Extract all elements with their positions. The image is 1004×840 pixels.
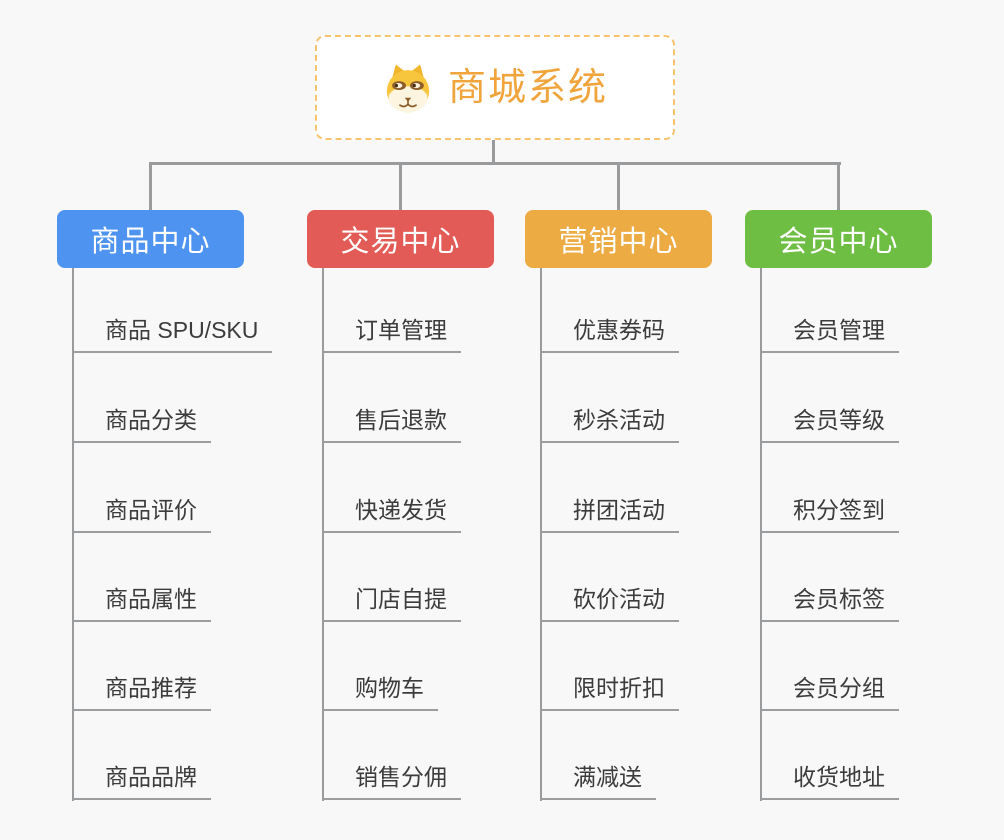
branch-node-product-center[interactable]: 商品中心 xyxy=(57,210,244,268)
connector-drop-trade xyxy=(399,165,402,211)
leaf-node[interactable]: 商品推荐 xyxy=(72,669,211,711)
branch-node-trade-center[interactable]: 交易中心 xyxy=(307,210,494,268)
leaf-node[interactable]: 商品评价 xyxy=(72,491,211,533)
connector-drop-member xyxy=(837,165,840,211)
connector-trunk-member xyxy=(760,268,762,801)
leaf-node[interactable]: 商品属性 xyxy=(72,580,211,622)
leaf-node[interactable]: 售后退款 xyxy=(322,401,461,443)
connector-drop-product xyxy=(149,165,152,211)
leaf-node[interactable]: 满减送 xyxy=(540,758,656,800)
leaf-node[interactable]: 会员等级 xyxy=(760,401,899,443)
connector-trunk-trade xyxy=(322,268,324,801)
leaf-node[interactable]: 会员管理 xyxy=(760,311,899,353)
branch-label: 会员中心 xyxy=(778,226,899,258)
branch-label: 商品中心 xyxy=(90,226,211,258)
branch-label: 营销中心 xyxy=(558,226,679,258)
connector-drop-marketing xyxy=(617,165,620,211)
leaf-node[interactable]: 优惠券码 xyxy=(540,311,679,353)
leaf-node[interactable]: 快递发货 xyxy=(322,491,461,533)
leaf-node[interactable]: 商品分类 xyxy=(72,401,211,443)
connector-trunk-product xyxy=(72,268,74,801)
branch-label: 交易中心 xyxy=(340,226,461,258)
root-node-mall-system[interactable]: 商城系统 xyxy=(315,35,675,140)
leaf-node[interactable]: 会员分组 xyxy=(760,669,899,711)
leaf-node[interactable]: 购物车 xyxy=(322,669,438,711)
leaf-node[interactable]: 商品品牌 xyxy=(72,758,211,800)
leaf-node[interactable]: 积分签到 xyxy=(760,491,899,533)
leaf-node[interactable]: 拼团活动 xyxy=(540,491,679,533)
connector-trunk-marketing xyxy=(540,268,542,801)
leaf-node[interactable]: 收货地址 xyxy=(760,758,899,800)
root-node-label: 商城系统 xyxy=(447,66,608,109)
leaf-node[interactable]: 订单管理 xyxy=(322,311,461,353)
dog-face-icon xyxy=(386,63,430,112)
leaf-node[interactable]: 销售分佣 xyxy=(322,758,461,800)
leaf-node[interactable]: 商品 SPU/SKU xyxy=(72,311,273,353)
leaf-node[interactable]: 砍价活动 xyxy=(540,580,679,622)
connector-main-horizontal xyxy=(149,162,841,165)
leaf-node[interactable]: 门店自提 xyxy=(322,580,461,622)
leaf-node[interactable]: 秒杀活动 xyxy=(540,401,679,443)
connector-root-stem xyxy=(492,138,495,165)
branch-node-member-center[interactable]: 会员中心 xyxy=(745,210,932,268)
branch-node-marketing-center[interactable]: 营销中心 xyxy=(525,210,712,268)
leaf-node[interactable]: 会员标签 xyxy=(760,580,899,622)
leaf-node[interactable]: 限时折扣 xyxy=(540,669,679,711)
